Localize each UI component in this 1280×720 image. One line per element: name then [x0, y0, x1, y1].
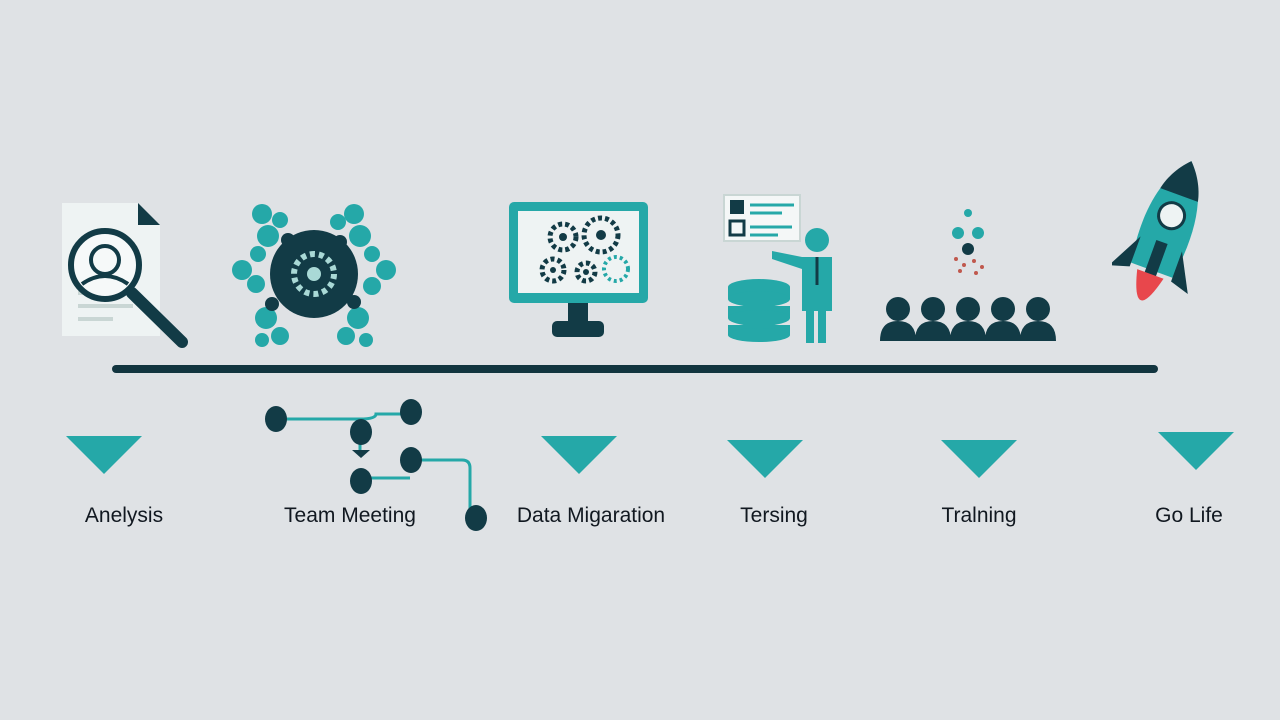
meeting-flow-connector — [265, 399, 487, 531]
stage-label-team-meeting: Team Meeting — [284, 504, 416, 527]
stage-label-training: Tralning — [941, 504, 1017, 527]
magnifier-document-icon — [62, 203, 188, 348]
stage-label-testing: Tersing — [740, 504, 808, 527]
stage-marker-testing — [727, 440, 803, 478]
stage-marker-data-migration — [541, 436, 617, 474]
rocket-icon — [1112, 161, 1199, 301]
stage-label-analysis: Anelysis — [84, 504, 164, 527]
stage-marker-analysis — [66, 436, 142, 474]
presenter-database-icon — [723, 194, 832, 343]
timeline-bar — [112, 365, 1158, 373]
stage-label-data-migration: Data Migaration — [516, 504, 666, 527]
gear-network-icon — [232, 204, 396, 347]
monitor-gears-icon — [509, 202, 648, 337]
stage-marker-go-live — [1158, 432, 1234, 470]
stage-label-go-live: Go Life — [1155, 504, 1223, 527]
audience-icon — [880, 209, 1056, 341]
stage-marker-training — [941, 440, 1017, 478]
